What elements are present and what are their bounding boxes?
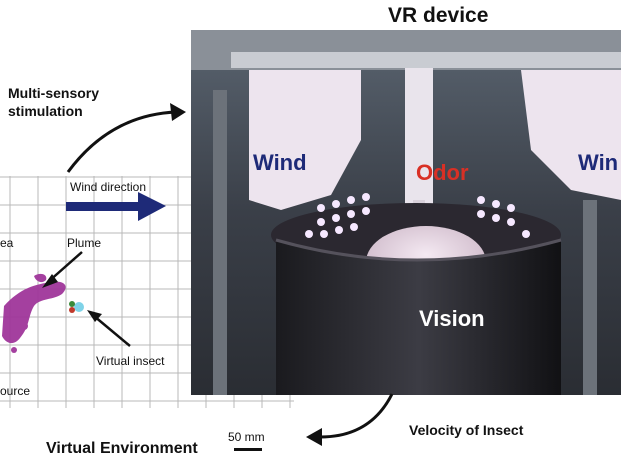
plume-pointer-arrow bbox=[42, 251, 83, 288]
wind-label-left: Wind bbox=[253, 150, 307, 175]
vr-device-illustration bbox=[191, 30, 621, 395]
vr-device-title: VR device bbox=[388, 4, 489, 27]
stimulation-arrowhead bbox=[170, 103, 186, 121]
multi-sensory-caption: Multi-sensory stimulation bbox=[8, 85, 100, 119]
insect-pointer-arrow bbox=[87, 310, 131, 347]
velocity-arrowhead bbox=[306, 428, 322, 446]
virtual-insect-label: Virtual insect bbox=[96, 354, 165, 368]
vision-label: Vision bbox=[419, 306, 485, 331]
velocity-caption: Velocity of Insect bbox=[409, 422, 524, 438]
velocity-arrow bbox=[317, 393, 394, 439]
source-label: ource bbox=[0, 384, 31, 398]
plume-label: Plume bbox=[67, 236, 102, 250]
wind-direction-label: Wind direction bbox=[70, 180, 147, 194]
area-label: ea bbox=[0, 236, 14, 250]
scale-label: 50 mm bbox=[228, 430, 265, 444]
virtual-insect-marker bbox=[69, 301, 84, 313]
wind-label-right: Win bbox=[578, 150, 619, 175]
plume-blob bbox=[2, 273, 66, 353]
environment-grid bbox=[0, 176, 294, 466]
stimulation-arrow bbox=[66, 110, 177, 173]
scale-bar bbox=[234, 448, 262, 451]
virtual-environment-panel bbox=[0, 176, 294, 466]
wind-direction-arrow bbox=[66, 192, 166, 221]
vr-device-photo bbox=[191, 30, 621, 395]
virtual-environment-title: Virtual Environment bbox=[46, 440, 198, 457]
odor-label: Odor bbox=[416, 160, 469, 185]
